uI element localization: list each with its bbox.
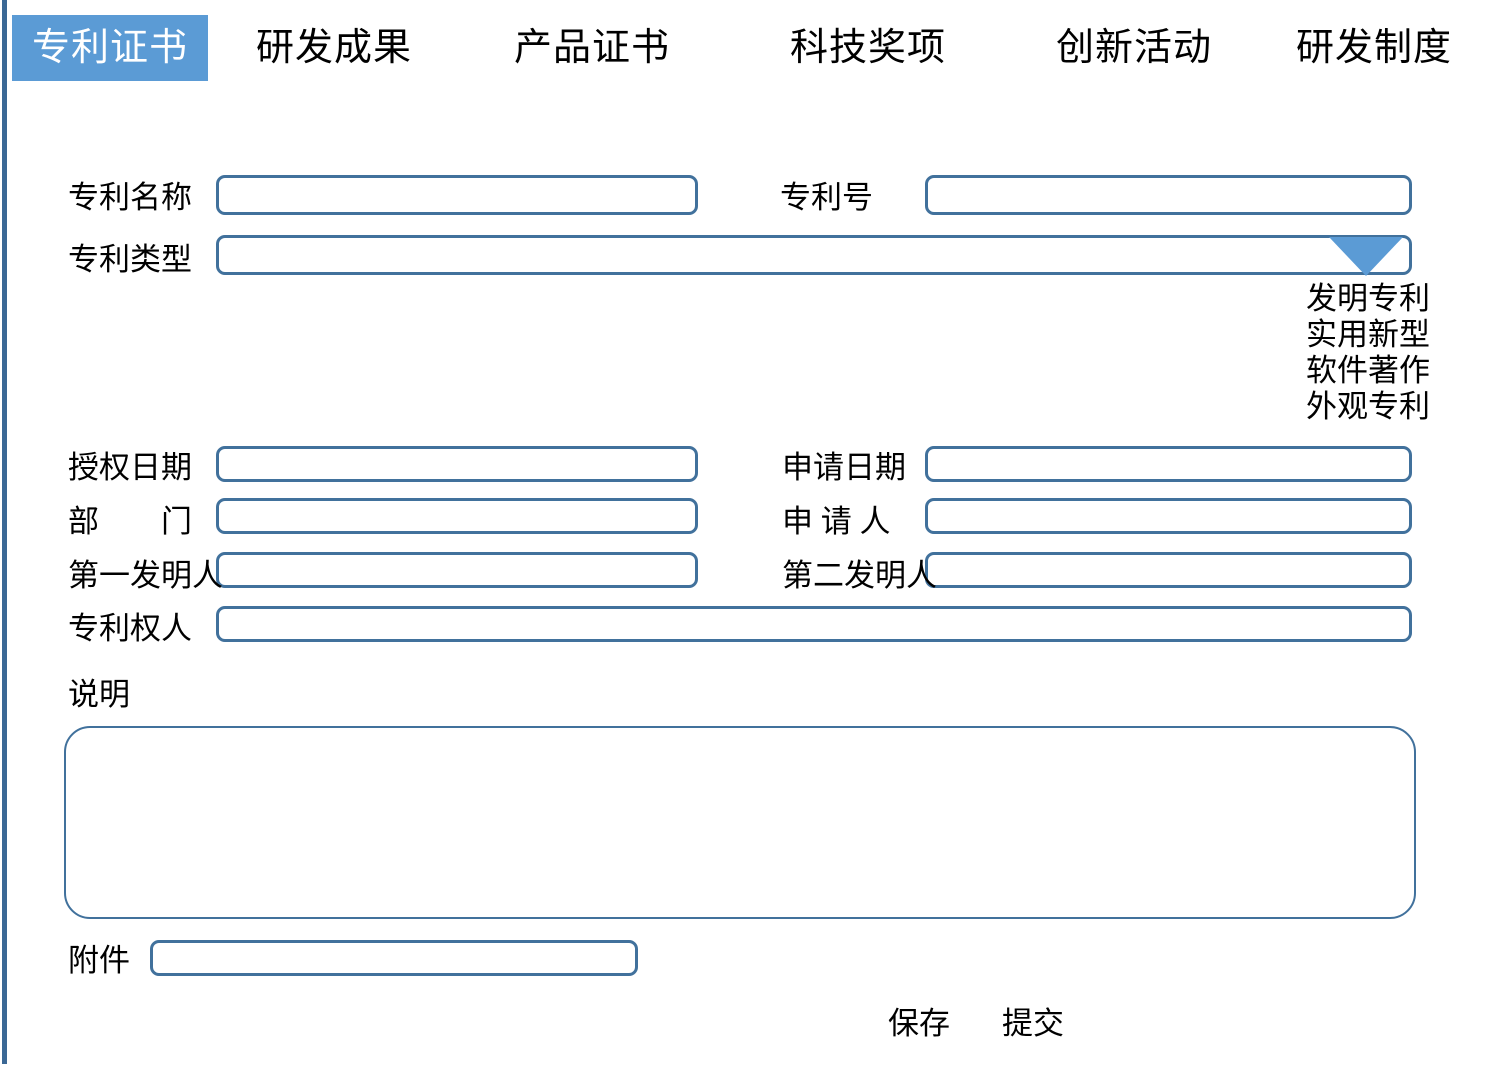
tab-product-certificate[interactable]: 产品证书 bbox=[513, 27, 670, 69]
first-inventor-label: 第一发明人 bbox=[68, 558, 223, 593]
tab-tech-awards[interactable]: 科技奖项 bbox=[789, 27, 946, 69]
applicant-input[interactable] bbox=[925, 498, 1412, 534]
grant-date-input[interactable] bbox=[216, 446, 698, 482]
tab-rd-achievements[interactable]: 研发成果 bbox=[255, 27, 412, 69]
tab-rd-system[interactable]: 研发制度 bbox=[1295, 27, 1452, 69]
tab-innovation-activities[interactable]: 创新活动 bbox=[1055, 27, 1212, 69]
patent-no-input[interactable] bbox=[925, 175, 1412, 215]
tab-bar: 专利证书 研发成果 产品证书 科技奖项 创新活动 研发制度 bbox=[0, 0, 1485, 85]
patent-type-select[interactable] bbox=[216, 235, 1412, 276]
department-label: 部 门 bbox=[68, 504, 192, 539]
chevron-down-icon[interactable] bbox=[1329, 237, 1403, 276]
department-input[interactable] bbox=[216, 498, 698, 534]
patent-holder-input[interactable] bbox=[216, 606, 1412, 642]
second-inventor-label: 第二发明人 bbox=[782, 558, 937, 593]
tab-patent-certificate[interactable]: 专利证书 bbox=[12, 15, 208, 81]
patent-type-option-list[interactable]: 发明专利 实用新型 软件著作 外观专利 bbox=[1240, 281, 1430, 425]
patent-type-option-design[interactable]: 外观专利 bbox=[1306, 389, 1430, 424]
apply-date-input[interactable] bbox=[925, 446, 1412, 482]
patent-holder-label: 专利权人 bbox=[68, 611, 192, 646]
patent-name-input[interactable] bbox=[216, 175, 698, 215]
grant-date-label: 授权日期 bbox=[68, 450, 192, 485]
patent-name-label: 专利名称 bbox=[68, 180, 192, 215]
attachment-input[interactable] bbox=[150, 940, 638, 976]
attachment-label: 附件 bbox=[68, 943, 130, 978]
first-inventor-input[interactable] bbox=[216, 552, 698, 588]
save-button[interactable]: 保存 bbox=[888, 1004, 950, 1044]
patent-type-option-invention[interactable]: 发明专利 bbox=[1306, 281, 1430, 316]
patent-type-option-software-copyright[interactable]: 软件著作 bbox=[1306, 353, 1430, 388]
patent-no-label: 专利号 bbox=[780, 180, 873, 215]
description-label: 说明 bbox=[68, 677, 130, 712]
window-left-border bbox=[2, 0, 7, 1064]
patent-type-label: 专利类型 bbox=[68, 242, 192, 277]
second-inventor-input[interactable] bbox=[925, 552, 1412, 588]
description-textarea[interactable] bbox=[64, 726, 1416, 919]
apply-date-label: 申请日期 bbox=[782, 450, 906, 485]
patent-type-option-utility-model[interactable]: 实用新型 bbox=[1306, 317, 1430, 352]
applicant-label: 申 请 人 bbox=[782, 504, 891, 539]
submit-button[interactable]: 提交 bbox=[1002, 1004, 1064, 1044]
